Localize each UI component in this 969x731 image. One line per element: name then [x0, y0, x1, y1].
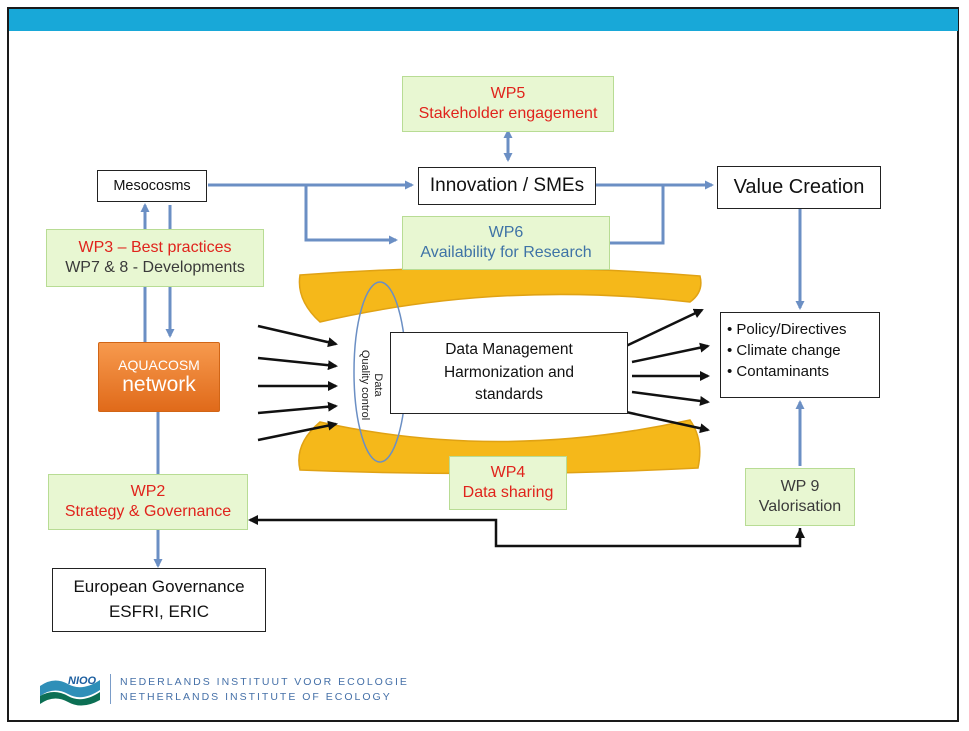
inflow-arrow	[257, 401, 338, 415]
outcome-item: • Contaminants	[727, 363, 829, 380]
nioo-logo-icon: NIOO	[40, 675, 100, 706]
wp4-box: WP4 Data sharing	[449, 456, 567, 510]
mesocosms-to-wp6	[304, 185, 398, 245]
logo-line1: NEDERLANDS INSTITUUT VOOR ECOLOGIE	[120, 676, 409, 688]
outflow-arrow	[625, 308, 704, 348]
aquacosm-title: AQUACOSM	[118, 357, 200, 373]
wp2-title: WP2	[130, 483, 166, 500]
value-creation-label: Value Creation	[733, 176, 865, 198]
wp9-title: WP 9	[780, 478, 820, 495]
wp4-label: Data sharing	[462, 484, 554, 501]
innovation-box: Innovation / SMEs	[418, 167, 596, 205]
value-creation-box: Value Creation	[717, 166, 881, 209]
outflow-arrow	[631, 342, 710, 364]
inflow-arrow	[257, 356, 338, 371]
inflow-arrow	[257, 324, 338, 348]
wp3-title: WP3 – Best practices	[78, 239, 232, 256]
inflow-arrow	[257, 420, 338, 442]
wp6-title: WP6	[488, 224, 524, 241]
wp4-title: WP4	[490, 464, 526, 481]
outcome-item: • Climate change	[727, 342, 841, 359]
logo-separator	[110, 674, 111, 704]
lower-lens	[298, 419, 701, 475]
european-governance-box: European Governance ESFRI, ERIC	[52, 568, 266, 632]
outflow-arrow	[625, 410, 710, 434]
wp3-label: WP7 & 8 - Developments	[65, 259, 245, 276]
wp9-to-wp2-connector	[248, 515, 802, 548]
quality-control-line2: Quality control	[359, 349, 371, 421]
logo-line2: NETHERLANDS INSTITUTE OF ECOLOGY	[120, 691, 392, 703]
innovation-label: Innovation / SMEs	[429, 175, 585, 197]
mesocosms-label: Mesocosms	[113, 177, 191, 194]
outcomes-box: • Policy/Directives • Climate change • C…	[720, 312, 880, 398]
wp6-to-value	[610, 185, 665, 245]
wp9-box: WP 9 Valorisation	[745, 468, 855, 526]
wp5-label: Stakeholder engagement	[418, 105, 598, 122]
data-management-line2: Harmonization and	[443, 363, 575, 381]
wp5-box: WP5 Stakeholder engagement	[402, 76, 614, 132]
data-management-line3: standards	[474, 386, 544, 404]
quality-control-label: Data Quality control	[358, 326, 384, 444]
logo-mark: NIOO	[68, 675, 97, 687]
wp9-label: Valorisation	[758, 498, 842, 515]
data-management-line1: Data Management	[445, 341, 573, 359]
mesocosms-box: Mesocosms	[97, 170, 207, 202]
outcome-item: • Policy/Directives	[727, 321, 847, 338]
european-governance-line1: European Governance	[73, 577, 245, 597]
wp3-box: WP3 – Best practices WP7 & 8 - Developme…	[46, 229, 264, 287]
wp2-label: Strategy & Governance	[64, 503, 232, 520]
outflow-arrow	[631, 390, 710, 406]
aquacosm-network-box: AQUACOSM network	[98, 342, 220, 412]
quality-control-line1: Data	[372, 373, 384, 397]
wp5-title: WP5	[490, 85, 526, 102]
aquacosm-label: network	[122, 373, 196, 396]
wp6-box: WP6 Availability for Research	[402, 216, 610, 270]
logo-text: NEDERLANDS INSTITUUT VOOR ECOLOGIE NETHE…	[120, 675, 409, 705]
european-governance-line2: ESFRI, ERIC	[108, 602, 210, 621]
wp2-box: WP2 Strategy & Governance	[48, 474, 248, 530]
wp6-label: Availability for Research	[420, 244, 592, 261]
header-bar	[9, 9, 958, 31]
data-management-box: Data Management Harmonization and standa…	[390, 332, 628, 414]
